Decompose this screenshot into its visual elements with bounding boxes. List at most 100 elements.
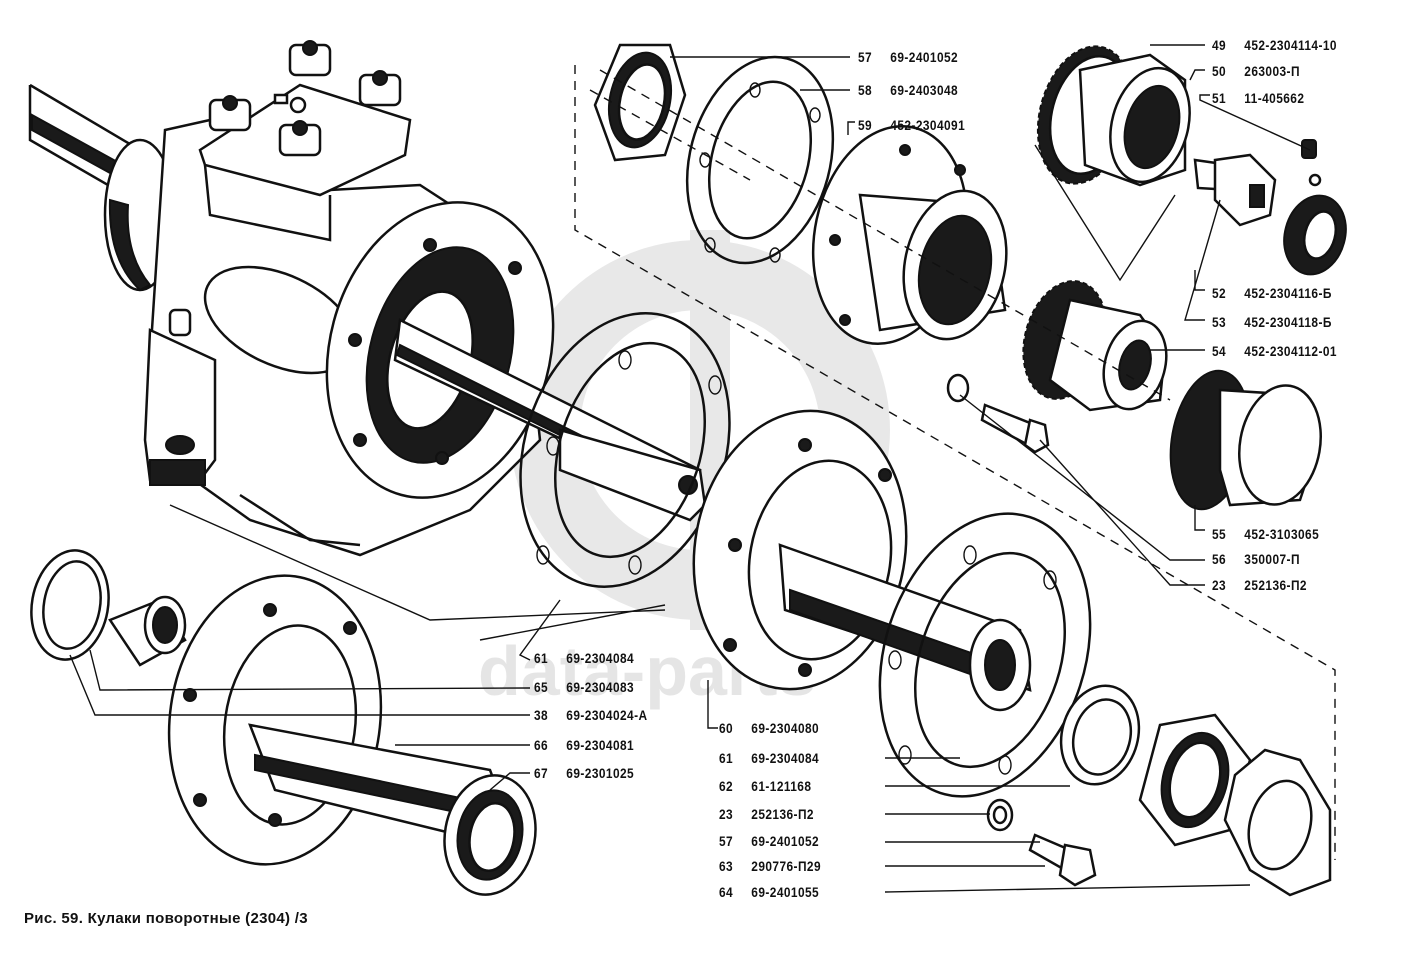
callout-number: 57 <box>858 49 873 65</box>
part-number: 69-2304084 <box>751 750 820 766</box>
cap-nut <box>288 40 332 77</box>
callout-23: 23 252136-П2 <box>719 806 814 822</box>
part-number: 452-2304116-Б <box>1244 285 1332 301</box>
callout-number: 55 <box>1212 526 1227 542</box>
part-number: 290776-П29 <box>751 858 822 874</box>
knuckle-housing <box>28 40 555 557</box>
callout-number: 67 <box>534 765 549 781</box>
callout-number: 60 <box>719 720 734 736</box>
callout-number: 50 <box>1212 63 1227 79</box>
washer-23-lower <box>986 798 1014 832</box>
callout-number: 66 <box>534 737 549 753</box>
part-number: 350007-П <box>1244 551 1300 567</box>
cap-nut <box>208 95 252 132</box>
cap-nut <box>278 120 322 157</box>
part-number: 452-2304091 <box>890 117 966 133</box>
bushing-53 <box>1193 153 1277 227</box>
callout-51: 51 11-405662 <box>1212 90 1304 106</box>
callout-number: 54 <box>1212 343 1227 359</box>
callout-number: 53 <box>1212 314 1227 330</box>
callout-61: 61 69-2304084 <box>719 750 819 766</box>
sleeve-67 <box>443 774 537 896</box>
callout-64: 64 69-2401055 <box>719 884 819 900</box>
callout-number: 52 <box>1212 285 1227 301</box>
hex-nut-57-upper <box>593 43 687 162</box>
callout-57: 57 69-2401052 <box>858 49 958 65</box>
flange-59 <box>811 125 1008 345</box>
callout-number: 63 <box>719 858 734 874</box>
part-number: 452-3103065 <box>1244 526 1320 542</box>
callout-55: 55 452-3103065 <box>1212 526 1319 542</box>
part-number: 69-2301025 <box>566 765 635 781</box>
part-number: 69-2304083 <box>566 679 635 695</box>
part-number: 252136-П2 <box>751 806 814 822</box>
part-number: 69-2304084 <box>566 650 635 666</box>
callout-50: 50 263003-П <box>1212 63 1300 79</box>
callout-number: 62 <box>719 778 734 794</box>
cap-55 <box>1169 369 1322 511</box>
lock-washer-62 <box>1059 684 1141 786</box>
callout-65: 65 69-2304083 <box>534 679 634 695</box>
leader-lines <box>69 44 1311 893</box>
gasket-58 <box>685 55 835 265</box>
thrust-washer-65 <box>30 549 110 661</box>
ring-52 <box>1283 194 1347 276</box>
part-number: 69-2403048 <box>890 82 959 98</box>
part-number: 252136-П2 <box>1244 577 1307 593</box>
callout-67: 67 69-2301025 <box>534 765 634 781</box>
callout-52: 52 452-2304116-Б <box>1212 285 1332 301</box>
axle-shaft <box>393 318 707 522</box>
ball-51 <box>1308 173 1322 187</box>
part-number: 263003-П <box>1244 63 1300 79</box>
part-number: 11-405662 <box>1244 90 1305 106</box>
callout-60: 60 69-2304080 <box>719 720 819 736</box>
callout-49: 49 452-2304114-10 <box>1212 37 1337 53</box>
callout-number: 59 <box>858 117 873 133</box>
part-number: 452-2304114-10 <box>1244 37 1337 53</box>
spindle-60 <box>692 409 1032 712</box>
gasket-61-lower <box>878 512 1092 798</box>
callout-number: 49 <box>1212 37 1227 53</box>
clutch-54 <box>1022 280 1168 412</box>
hex-nut-57-lower <box>1138 713 1252 847</box>
callout-number: 51 <box>1212 90 1227 106</box>
callout-number: 65 <box>534 679 549 695</box>
callout-number: 56 <box>1212 551 1227 567</box>
bushing-38 <box>108 595 187 667</box>
part-number: 69-2304024-А <box>566 707 648 723</box>
figure-caption: Рис. 59. Кулаки поворотные (2304) /3 <box>24 910 308 927</box>
bolt-23-upper <box>980 403 1050 454</box>
callout-number: 64 <box>719 884 734 900</box>
callout-59: 59 452-2304091 <box>858 117 965 133</box>
part-number: 69-2401055 <box>751 884 820 900</box>
callout-number: 23 <box>1212 577 1227 593</box>
callout-23: 23 252136-П2 <box>1212 577 1307 593</box>
callout-53: 53 452-2304118-Б <box>1212 314 1332 330</box>
callout-38: 38 69-2304024-А <box>534 707 647 723</box>
callout-54: 54 452-2304112-01 <box>1212 343 1337 359</box>
bolt-63 <box>1028 833 1097 887</box>
callout-number: 58 <box>858 82 873 98</box>
part-number: 452-2304112-01 <box>1244 343 1337 359</box>
cap-nut <box>358 70 402 107</box>
tab-washer-64 <box>1223 748 1332 897</box>
gear-49 <box>1036 45 1191 187</box>
callout-63: 63 290776-П29 <box>719 858 821 874</box>
snap-ring-56 <box>946 373 970 403</box>
grease-nipple-icon <box>273 93 307 114</box>
assembly-lines <box>169 65 1336 860</box>
part-number: 69-2401052 <box>890 49 959 65</box>
callout-number: 38 <box>534 707 549 723</box>
part-number: 69-2401052 <box>751 833 820 849</box>
callout-number: 61 <box>719 750 734 766</box>
callout-58: 58 69-2403048 <box>858 82 958 98</box>
part-number: 452-2304118-Б <box>1244 314 1332 330</box>
callout-56: 56 350007-П <box>1212 551 1300 567</box>
callout-number: 23 <box>719 806 734 822</box>
part-number: 69-2304080 <box>751 720 820 736</box>
